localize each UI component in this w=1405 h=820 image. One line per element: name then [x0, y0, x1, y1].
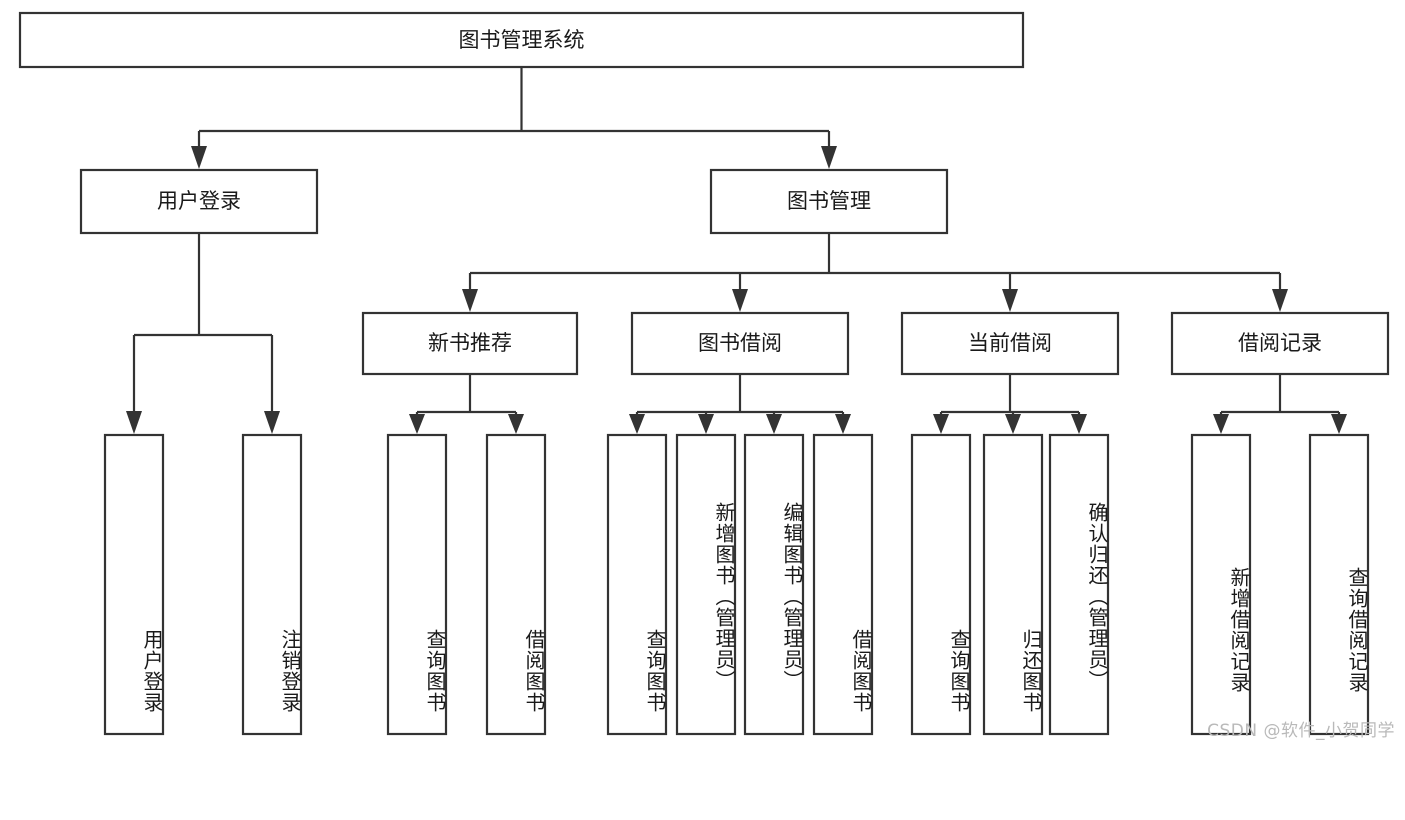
- arrow-head-newbook-2: [508, 414, 524, 434]
- node-borrow-record[interactable]: 借阅记录: [1170, 311, 1390, 376]
- arrow-head-borrowbook-2: [698, 414, 714, 434]
- node-borrow-record-box[interactable]: [1170, 311, 1390, 376]
- node-current-borrow[interactable]: 当前借阅: [900, 311, 1120, 376]
- arrow-head-leaf-logout: [264, 411, 280, 434]
- arrow-head-new-book: [462, 289, 478, 312]
- node-book-borrow-box[interactable]: [630, 311, 850, 376]
- diagram-canvas: 图书管理系统 用户登录 图书管理 新书推荐 图书借阅 当前借阅 借阅记录: [18, 11, 1395, 741]
- node-current-borrow-label: 当前借阅: [968, 331, 1052, 355]
- connector-group-borrow-book-to-leaves: [629, 374, 851, 434]
- node-book-manage[interactable]: 图书管理: [709, 168, 949, 235]
- arrow-head-book-manage: [821, 146, 837, 169]
- leaf-box-confirm-return[interactable]: [1048, 433, 1110, 736]
- node-root-label: 图书管理系统: [459, 28, 585, 52]
- arrow-head-currentborrow-3: [1071, 414, 1087, 434]
- leaf-box-borrow-book-b[interactable]: [812, 433, 874, 736]
- leaf-box-user-login[interactable]: [103, 433, 165, 736]
- node-new-book-recommend[interactable]: 新书推荐: [361, 311, 579, 376]
- node-current-borrow-box[interactable]: [900, 311, 1120, 376]
- leaf-box-query-book-b[interactable]: [606, 433, 668, 736]
- watermark-text: CSDN @软件_小贺同学: [1207, 721, 1395, 741]
- arrow-head-borrow-book: [732, 289, 748, 312]
- node-user-login-box[interactable]: [79, 168, 319, 235]
- leaf-box-return-book[interactable]: [982, 433, 1044, 736]
- node-root-box[interactable]: [18, 11, 1025, 69]
- node-user-login-label: 用户登录: [157, 189, 241, 213]
- arrow-head-borrowrecord-2: [1331, 414, 1347, 434]
- arrow-head-borrowrecord-1: [1213, 414, 1229, 434]
- leaf-box-edit-book[interactable]: [743, 433, 805, 736]
- arrow-head-current-borrow: [1002, 289, 1018, 312]
- leaf-box-query-book-a[interactable]: [386, 433, 448, 736]
- connector-group-book-manage-to-level3: [462, 233, 1288, 312]
- leaf-box-query-book-c[interactable]: [910, 433, 972, 736]
- node-book-borrow-label: 图书借阅: [698, 331, 782, 355]
- node-book-borrow[interactable]: 图书借阅: [630, 311, 850, 376]
- arrow-head-borrowbook-4: [835, 414, 851, 434]
- arrow-head-borrowbook-1: [629, 414, 645, 434]
- arrow-head-user-login: [191, 146, 207, 169]
- node-book-manage-box[interactable]: [709, 168, 949, 235]
- node-root[interactable]: 图书管理系统: [18, 11, 1025, 69]
- arrow-head-currentborrow-2: [1005, 414, 1021, 434]
- connector-group-user-login-to-leaves: [126, 233, 280, 434]
- node-new-book-recommend-label: 新书推荐: [428, 331, 512, 355]
- leaf-box-borrow-book-a[interactable]: [485, 433, 547, 736]
- node-new-book-recommend-box[interactable]: [361, 311, 579, 376]
- node-borrow-record-label: 借阅记录: [1238, 331, 1322, 355]
- leaf-box-add-record[interactable]: [1190, 433, 1252, 736]
- connector-group-new-book-to-leaves: [409, 374, 524, 434]
- connector-group-current-borrow-to-leaves: [933, 374, 1087, 434]
- connector-group-root-to-level2: [191, 67, 837, 169]
- node-user-login[interactable]: 用户登录: [79, 168, 319, 235]
- leaf-box-logout[interactable]: [241, 433, 303, 736]
- arrow-head-newbook-1: [409, 414, 425, 434]
- connector-group-borrow-record-to-leaves: [1213, 374, 1347, 434]
- arrow-head-borrow-record: [1272, 289, 1288, 312]
- leaf-box-query-record[interactable]: [1308, 433, 1370, 736]
- tree-diagram-svg: 图书管理系统 用户登录 图书管理 新书推荐 图书借阅 当前借阅 借阅记录: [18, 11, 1390, 736]
- arrow-head-borrowbook-3: [766, 414, 782, 434]
- node-book-manage-label: 图书管理: [787, 189, 871, 213]
- leaf-box-add-book[interactable]: [675, 433, 737, 736]
- arrow-head-leaf-user-login: [126, 411, 142, 434]
- arrow-head-currentborrow-1: [933, 414, 949, 434]
